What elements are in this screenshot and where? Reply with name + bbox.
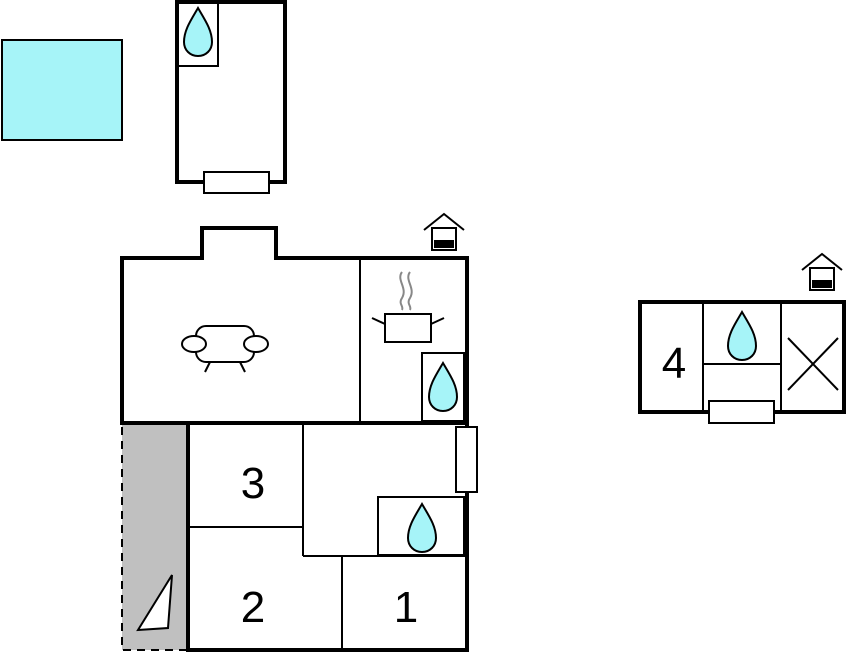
terrace (121, 422, 189, 651)
house-icon (801, 253, 843, 291)
sofa-icon (181, 325, 269, 373)
bedroom-4-building: 4 (638, 300, 846, 424)
bedroom-3-label: 3 (241, 459, 265, 508)
bedroom-2-label: 2 (241, 583, 265, 632)
bedroom-4-label: 4 (662, 339, 686, 388)
pool-icon (1, 39, 123, 141)
window-icon (455, 426, 478, 493)
bedroom-1-label: 1 (394, 583, 418, 632)
window-icon (708, 400, 775, 424)
stair-icon (136, 574, 173, 632)
window-icon (203, 171, 270, 194)
cooking-pot-icon (371, 271, 445, 343)
house-icon (423, 213, 465, 251)
annex-building (175, 0, 287, 194)
